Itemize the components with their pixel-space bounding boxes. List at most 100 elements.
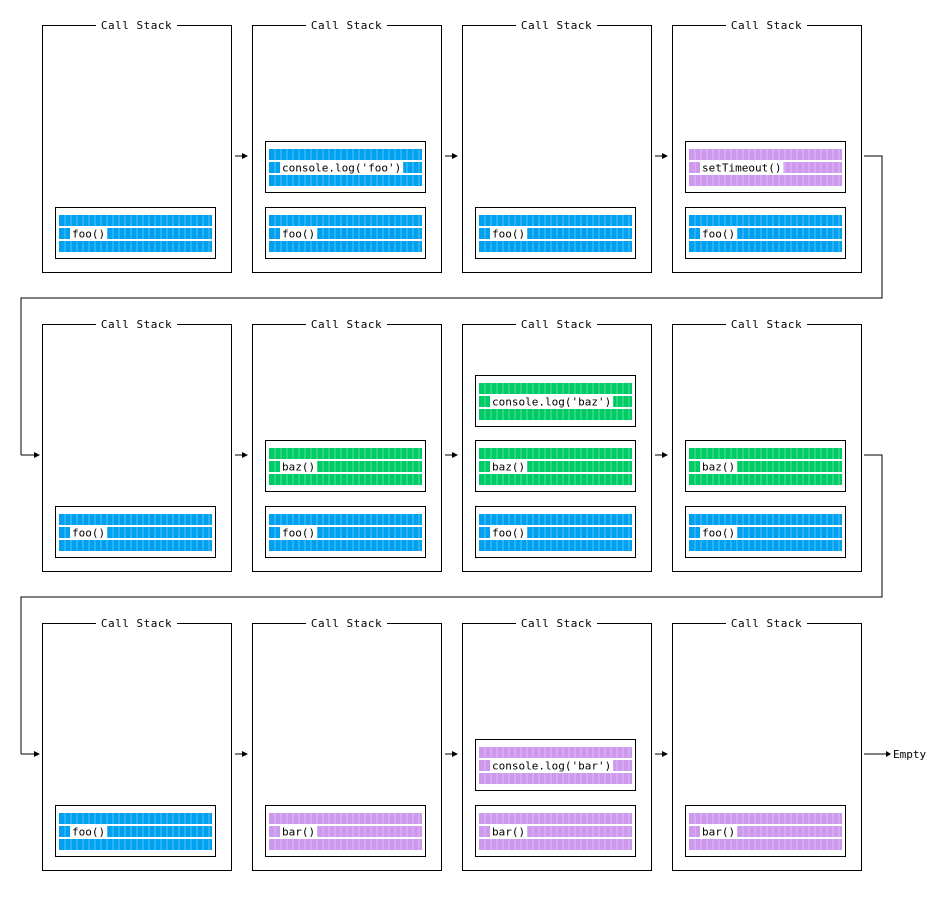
frame-label: console.log('bar') — [492, 760, 611, 773]
panel-title: Call Stack — [521, 617, 592, 630]
frame-label-bg — [700, 459, 738, 474]
panel-title: Call Stack — [311, 318, 382, 331]
frame-fill-bar — [479, 383, 632, 394]
stack-frame: foo() — [685, 207, 846, 259]
row-wrap-arrow-0 — [21, 452, 40, 458]
panel-title: Call Stack — [101, 318, 172, 331]
frame-label-bg — [490, 824, 528, 839]
frame-fill-bar — [59, 826, 212, 837]
arrow-row0-col2 — [655, 153, 668, 159]
frame-label: bar() — [492, 826, 525, 839]
stack-frame: bar() — [475, 805, 636, 857]
arrow-row1-col1 — [445, 452, 458, 458]
frame-fill-bar — [689, 448, 842, 459]
frame-label: bar() — [702, 826, 735, 839]
panel-title-bg — [306, 617, 387, 629]
panel-title: Call Stack — [311, 19, 382, 32]
frame-label: baz() — [282, 461, 315, 474]
frame-fill-bar — [269, 149, 422, 160]
frame-label-bg — [490, 459, 528, 474]
frame-label-bg — [70, 525, 108, 540]
frame-fill-bar — [59, 813, 212, 824]
frame-label: foo() — [702, 527, 735, 540]
panel-title-bg — [516, 19, 597, 31]
frame-fill-bar — [269, 826, 422, 837]
panel-title-bg — [306, 19, 387, 31]
frame-label: console.log('foo') — [282, 162, 401, 175]
panel-title: Call Stack — [731, 617, 802, 630]
frame-label-bg — [700, 824, 738, 839]
arrow-row2-col0 — [235, 751, 248, 757]
frame-label: bar() — [282, 826, 315, 839]
frame-fill-bar — [59, 527, 212, 538]
panel-title-bg — [726, 318, 807, 330]
connectors-layer — [20, 153, 883, 757]
frame-fill-bar — [269, 448, 422, 459]
stack-frame: baz() — [475, 440, 636, 492]
frame-fill-bar — [269, 514, 422, 525]
frame-fill-bar — [689, 241, 842, 252]
frame-label-bg — [490, 226, 528, 241]
frame-fill-bar — [59, 241, 212, 252]
frame-fill-bar — [479, 409, 632, 420]
frame-label: foo() — [492, 228, 525, 241]
panel-title: Call Stack — [521, 318, 592, 331]
stack-frame: baz() — [685, 440, 846, 492]
frame-fill-bar — [479, 448, 632, 459]
arrowhead-icon — [34, 452, 40, 458]
frame-label: setTimeout() — [702, 162, 781, 175]
arrowhead-icon — [242, 153, 248, 159]
panel-title-bg — [516, 617, 597, 629]
frame-fill-bar — [479, 215, 632, 226]
panel-title-bg — [726, 617, 807, 629]
arrow-row2-col1 — [445, 751, 458, 757]
stack-frame: foo() — [265, 506, 426, 558]
row-wrap-connector-1 — [20, 454, 883, 754]
stack-frame: setTimeout() — [685, 141, 846, 193]
frame-fill-bar — [689, 527, 842, 538]
frame-label-bg — [700, 525, 738, 540]
stack-frame: foo() — [475, 506, 636, 558]
arrowhead-icon — [242, 452, 248, 458]
frame-fill-bar — [479, 773, 632, 784]
frame-label: foo() — [72, 527, 105, 540]
stack-frame: baz() — [265, 440, 426, 492]
frame-fill-bar — [479, 527, 632, 538]
frame-fill-bar — [269, 215, 422, 226]
end-arrowhead-icon — [886, 751, 891, 757]
arrow-row0-col1 — [445, 153, 458, 159]
frame-label-bg — [280, 459, 318, 474]
frame-fill-bar — [689, 813, 842, 824]
frame-fill-bar — [269, 474, 422, 485]
stack-frame: foo() — [55, 207, 216, 259]
stack-frame: foo() — [55, 805, 216, 857]
frame-fill-bar — [689, 839, 842, 850]
frame-fill-bar — [479, 228, 632, 239]
frame-fill-bar — [269, 813, 422, 824]
panel-title-bg — [306, 318, 387, 330]
frame-label-bg — [490, 394, 614, 409]
stack-frame: console.log('foo') — [265, 141, 426, 193]
panel-title: Call Stack — [521, 19, 592, 32]
panel-title-bg — [726, 19, 807, 31]
arrowhead-icon — [34, 751, 40, 757]
frame-label: foo() — [702, 228, 735, 241]
stack-frame: bar() — [685, 805, 846, 857]
stack-frame: foo() — [55, 506, 216, 558]
stack-frame: foo() — [685, 506, 846, 558]
panel-title: Call Stack — [731, 19, 802, 32]
frame-fill-bar — [479, 540, 632, 551]
frame-fill-bar — [689, 540, 842, 551]
arrow-row2-col2 — [655, 751, 668, 757]
stack-frame: bar() — [265, 805, 426, 857]
frame-fill-bar — [479, 813, 632, 824]
frame-label: foo() — [492, 527, 525, 540]
frame-fill-bar — [479, 241, 632, 252]
call-stack-panel: Call Stack bar() — [672, 617, 862, 871]
frame-label-bg — [490, 525, 528, 540]
frame-fill-bar — [269, 461, 422, 472]
arrowhead-icon — [662, 153, 668, 159]
